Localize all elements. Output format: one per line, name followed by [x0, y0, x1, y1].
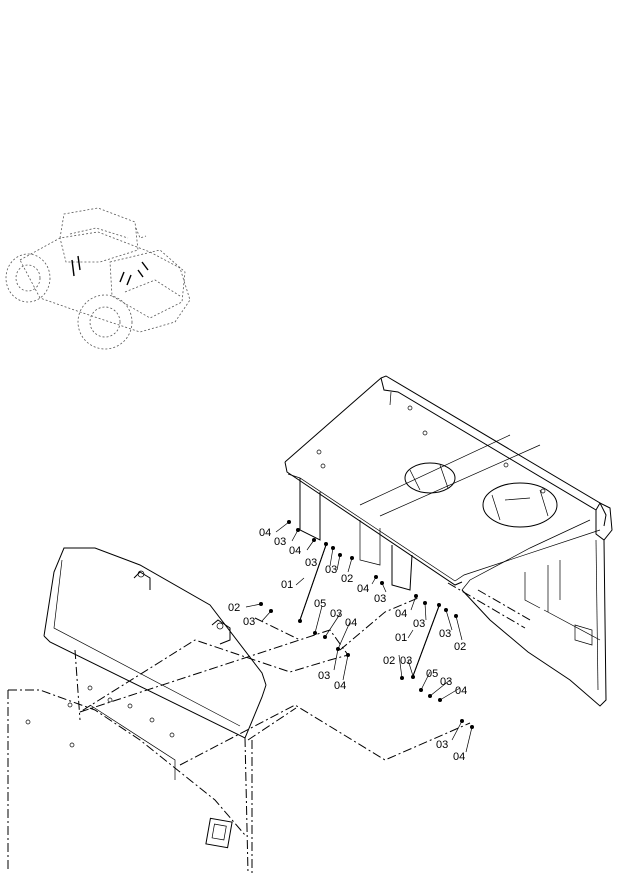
- callout-label: 04: [455, 685, 467, 697]
- leader-lines: [245, 521, 473, 753]
- alignment-lines: [79, 597, 471, 766]
- callout-label: 03: [436, 739, 448, 751]
- side-panel-assembly: [7, 547, 267, 873]
- callout-label: 03: [440, 676, 452, 688]
- callout-labels: 04 03 04 03 03 02 04 03 01 02 03 05 03 0…: [228, 527, 467, 763]
- callout-label: 04: [289, 545, 301, 557]
- hood-panel-assembly: [284, 375, 613, 707]
- callout-label: 02: [341, 573, 353, 585]
- machine-locator-icon: [5, 207, 191, 350]
- callout-label: 05: [314, 598, 326, 610]
- callout-label: 03: [305, 557, 317, 569]
- callout-label: 02: [383, 655, 395, 667]
- callout-label: 04: [259, 527, 271, 539]
- callout-label: 03: [439, 628, 451, 640]
- gas-spring-left: [298, 542, 328, 623]
- callout-label: 03: [274, 536, 286, 548]
- callout-label: 04: [453, 751, 465, 763]
- callout-label: 03: [325, 564, 337, 576]
- callout-label: 03: [413, 618, 425, 630]
- callout-label: 01: [281, 579, 293, 591]
- callout-label: 03: [374, 593, 386, 605]
- callout-label: 04: [345, 617, 357, 629]
- callout-label: 03: [330, 608, 342, 620]
- callout-label: 04: [395, 608, 407, 620]
- callout-label: 04: [357, 583, 369, 595]
- callout-label: 03: [400, 655, 412, 667]
- callout-label: 03: [318, 670, 330, 682]
- callout-label: 02: [454, 641, 466, 653]
- callout-label: 05: [426, 668, 438, 680]
- callout-label: 02: [228, 602, 240, 614]
- callout-label: 04: [334, 680, 346, 692]
- gas-spring-right: [411, 603, 441, 679]
- callout-label: 03: [243, 616, 255, 628]
- callout-label: 01: [395, 632, 407, 644]
